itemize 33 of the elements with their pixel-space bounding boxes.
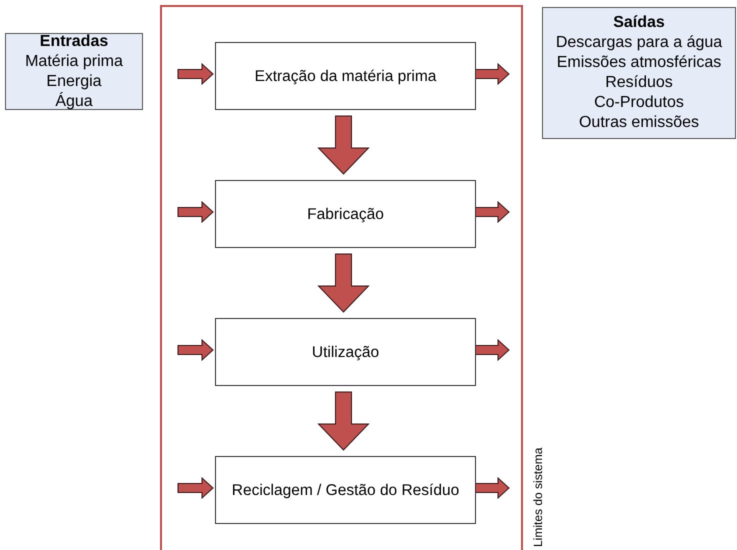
arrow [178, 200, 214, 224]
list-heading: Entradas [40, 32, 108, 52]
list-item: Outras emissões [578, 113, 700, 133]
list-item: Resíduos [605, 73, 673, 93]
list-item: Co-Produtos [594, 93, 684, 113]
arrow [178, 476, 214, 500]
list-item: Emissões atmosféricas [556, 53, 722, 73]
system-boundary [160, 5, 523, 550]
list-item: Matéria prima [25, 52, 123, 72]
list-box [5, 33, 143, 110]
process-label: Extração da matéria prima [254, 66, 436, 86]
arrow [474, 338, 510, 362]
block-arrow [317, 254, 370, 313]
arrow [474, 476, 510, 500]
block-arrow [317, 392, 370, 451]
process-box [215, 42, 476, 110]
process-label: Fabricação [307, 204, 384, 224]
list-heading: Saídas [613, 13, 665, 33]
process-box [215, 180, 476, 248]
arrow [474, 62, 510, 86]
boundary-label: Limites do sistema [531, 448, 545, 547]
arrow [474, 200, 510, 224]
process-box [215, 318, 476, 386]
block-arrow [317, 116, 370, 175]
list-item: Energia [46, 72, 102, 92]
list-box [542, 7, 736, 139]
list-item: Descargas para a água [556, 33, 722, 53]
process-label: Utilização [312, 342, 380, 362]
arrow [178, 338, 214, 362]
process-label: Reciclagem / Gestão do Resíduo [232, 480, 460, 500]
list-item: Água [55, 92, 93, 112]
arrow [178, 62, 214, 86]
process-box [215, 456, 476, 524]
